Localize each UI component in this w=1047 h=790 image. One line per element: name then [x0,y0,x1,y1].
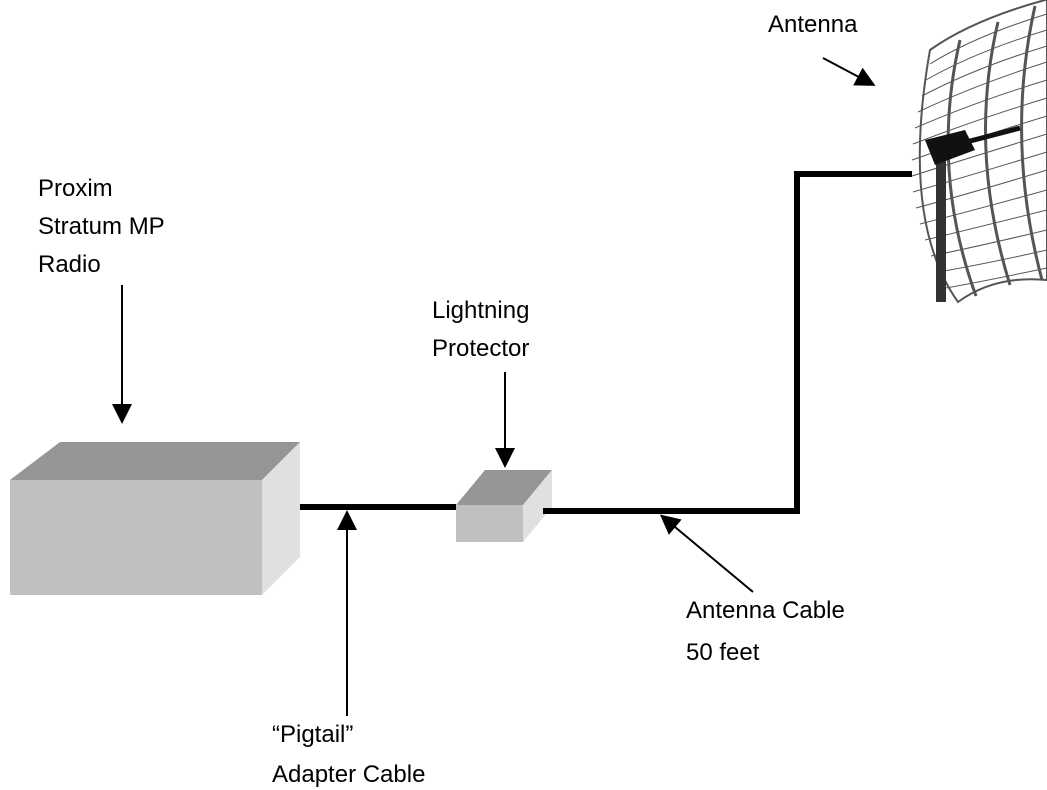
radio-label-line2: Stratum MP [38,213,165,240]
antenna-cable-label-line1: Antenna Cable [686,597,845,624]
radio-box [10,442,300,595]
pigtail-label-line2: Adapter Cable [272,761,425,788]
radio-box-side [262,442,300,595]
antenna-dish-outline [918,0,1047,304]
radio-box-top [10,442,300,480]
radio-box-front [10,480,262,595]
protector-box-side [523,470,552,542]
antenna-bracket [925,130,975,165]
antenna-arrow [822,57,876,86]
antenna-label: Antenna [768,11,858,38]
lightning-label-line1: Lightning [432,297,529,324]
antenna-cable-arrow [659,514,754,593]
antenna-mast [936,150,946,302]
pigtail-label-line1: “Pigtail” [272,721,353,748]
protector-box-top [456,470,552,505]
antenna-feed-arm [954,125,1021,148]
radio-label-line1: Proxim [38,175,113,202]
antenna-cable-label-line2: 50 feet [686,639,760,666]
lightning-label-line2: Protector [432,335,529,362]
grid-antenna-image [911,0,1047,304]
radio-label-line3: Radio [38,251,101,278]
lightning-protector-box [456,470,552,542]
protector-box-front [456,505,523,542]
antenna-cable [543,171,912,514]
antenna-mesh [911,5,1047,297]
